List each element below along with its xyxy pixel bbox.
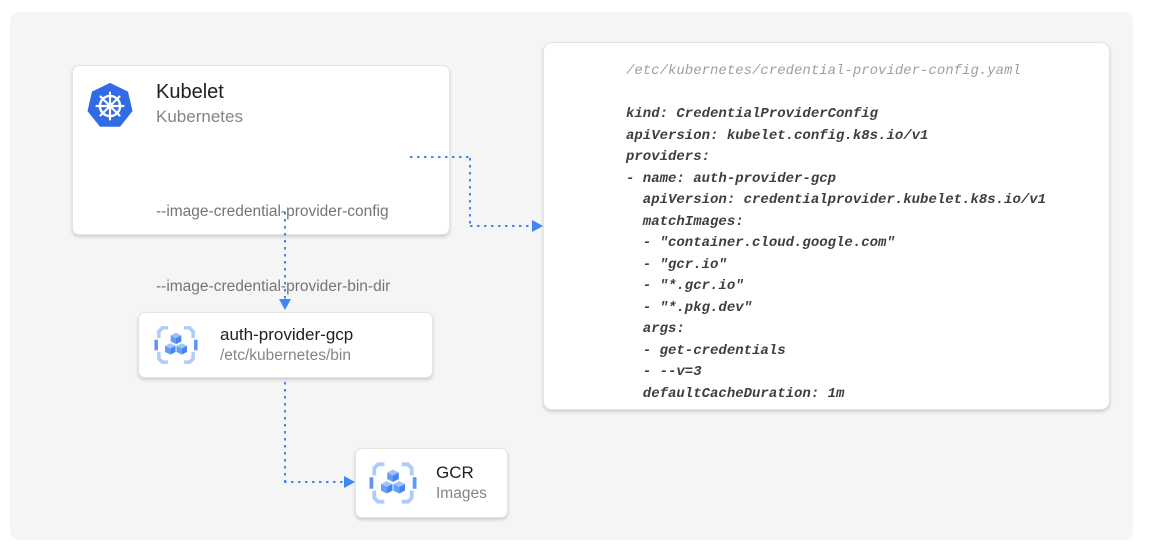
- arrowhead-into-gcr: [344, 476, 355, 488]
- flag-image-credential-provider-bin-dir: --image-credential-provider-bin-dir: [156, 278, 391, 295]
- auth-provider-gcp-node: auth-provider-gcp /etc/kubernetes/bin: [138, 312, 433, 378]
- gcr-node-text: GCR Images: [436, 462, 487, 504]
- yaml-line: - "gcr.io": [626, 256, 727, 273]
- flag-image-credential-provider-config: --image-credential-provider-config: [156, 203, 389, 220]
- arrowhead-into-yaml-panel: [532, 220, 543, 232]
- code-spacer: [626, 83, 1091, 105]
- auth-provider-node-text: auth-provider-gcp /etc/kubernetes/bin: [220, 324, 353, 366]
- yaml-line: apiVersion: kubelet.config.k8s.io/v1: [626, 127, 929, 144]
- yaml-line: kind: CredentialProviderConfig: [626, 106, 879, 122]
- yaml-code-block: kind: CredentialProviderConfig apiVersio…: [626, 104, 1091, 405]
- arrow-config-to-yaml-segment-2: [469, 158, 471, 227]
- yaml-filename: /etc/kubernetes/credential-provider-conf…: [626, 63, 1021, 79]
- kubelet-flags: --image-credential-provider-config --ima…: [156, 149, 390, 349]
- arrow-kubelet-to-auth-provider: [284, 212, 286, 299]
- kubelet-node-text: Kubelet Kubernetes --image-credential-pr…: [156, 81, 390, 349]
- yaml-line: defaultCacheDuration: 1m: [626, 385, 845, 402]
- yaml-line: - "container.cloud.google.com": [626, 235, 895, 251]
- kubelet-node: Kubelet Kubernetes --image-credential-pr…: [72, 65, 450, 295]
- arrow-config-to-yaml-segment-1: [410, 156, 471, 158]
- gcr-title: GCR: [436, 463, 474, 482]
- arrow-auth-provider-to-gcr-segment-2: [284, 481, 344, 483]
- credential-provider-config-panel: /etc/kubernetes/credential-provider-conf…: [543, 42, 1110, 410]
- gcr-node: GCR Images: [355, 448, 508, 518]
- yaml-line: matchImages:: [626, 213, 744, 230]
- container-registry-icon: [154, 326, 198, 364]
- gcr-subtitle: Images: [436, 485, 487, 502]
- container-registry-icon: [369, 462, 417, 504]
- arrow-auth-provider-to-gcr-segment-1: [284, 382, 286, 482]
- arrow-config-to-yaml-segment-3: [470, 225, 532, 227]
- kubelet-subtitle: Kubernetes: [156, 107, 243, 126]
- yaml-line: - "*.pkg.dev": [626, 299, 753, 316]
- yaml-line: apiVersion: credentialprovider.kubelet.k…: [626, 192, 1047, 208]
- yaml-line: - --v=3: [626, 364, 702, 380]
- yaml-line: - name: auth-provider-gcp: [626, 170, 837, 187]
- yaml-line: providers:: [626, 149, 711, 165]
- auth-provider-subtitle: /etc/kubernetes/bin: [220, 347, 351, 364]
- kubelet-title: Kubelet: [156, 81, 224, 103]
- auth-provider-title: auth-provider-gcp: [220, 325, 354, 344]
- arrowhead-into-auth-provider: [279, 299, 291, 310]
- yaml-line: - get-credentials: [626, 342, 786, 359]
- yaml-line: - "*.gcr.io": [626, 278, 744, 294]
- kubernetes-icon: [87, 82, 133, 127]
- yaml-line: args:: [626, 321, 685, 337]
